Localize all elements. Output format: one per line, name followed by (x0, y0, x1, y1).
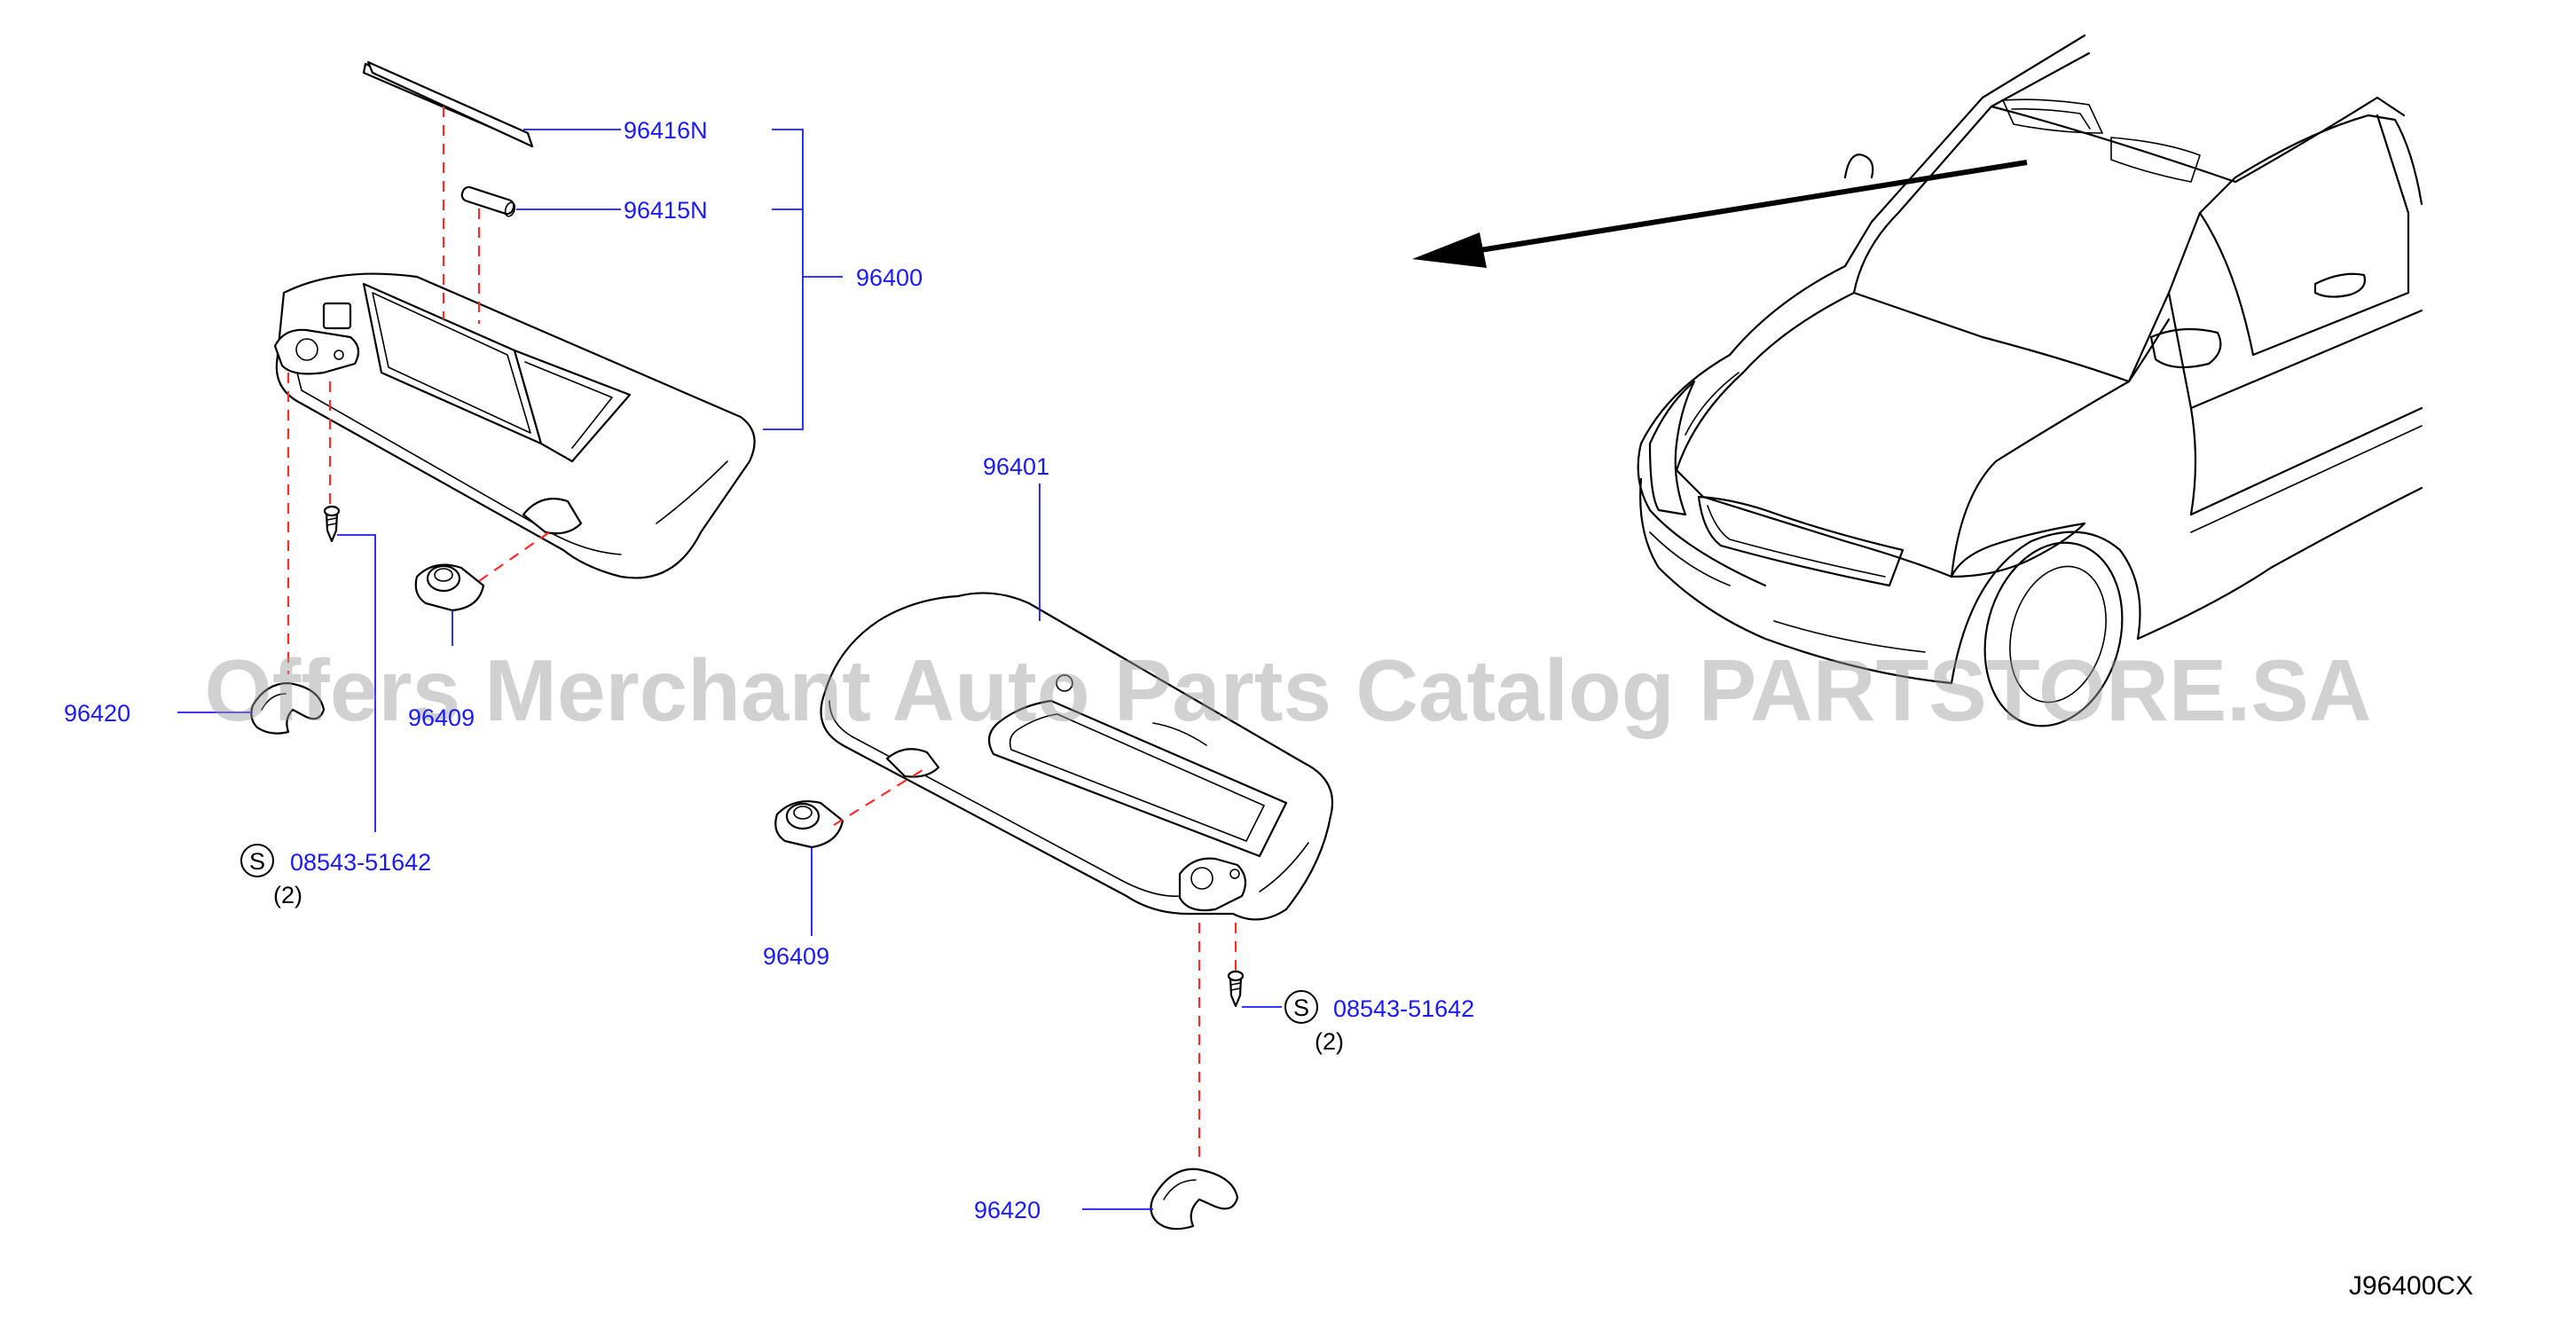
clip-96409-right-icon (774, 800, 844, 849)
screw-left-symbol: S (249, 848, 265, 875)
direction-arrow (1412, 160, 2028, 268)
right-leader-lines (811, 484, 1282, 1210)
screw-right-part-number: 08543-51642 (1333, 995, 1474, 1022)
callout-96420-right: 96420 (974, 1197, 1041, 1223)
callout-96409-right: 96409 (763, 943, 829, 970)
screw-left-icon (323, 505, 341, 543)
car-reference-illustration (1637, 34, 2423, 727)
screw-right-icon (1227, 970, 1245, 1008)
right-assembly-dashes (833, 769, 1237, 1162)
callout-96416N: 96416N (624, 117, 708, 144)
left-sun-visor-96400 (273, 272, 756, 579)
watermark-text: Offers Merchant Auto Parts Catalog PARTS… (204, 641, 2371, 739)
screw-right-quantity: (2) (1315, 1028, 1344, 1055)
screw-left-quantity: (2) (273, 882, 302, 908)
screw-right-symbol: S (1293, 995, 1309, 1021)
part-96416N-strip (362, 60, 534, 148)
screw-left-part-number: 08543-51642 (290, 849, 431, 876)
diagram-code: J96400CX (2349, 1271, 2473, 1301)
callout-96409-left: 96409 (408, 704, 475, 731)
right-sun-visor-96401 (820, 592, 1334, 921)
left-assembly-dashes (287, 106, 553, 674)
hook-96420-right-icon (1150, 1168, 1239, 1231)
part-96415N-pin (460, 185, 516, 217)
callout-screw-right: S 08543-51642 (2) (1284, 990, 1474, 1055)
clip-96409-left-icon (414, 563, 485, 612)
callout-96420-left: 96420 (64, 700, 130, 727)
callout-96415N: 96415N (624, 197, 708, 224)
callout-96400: 96400 (856, 264, 923, 291)
left-leader-lines (177, 129, 843, 832)
callout-96401: 96401 (983, 453, 1049, 480)
hook-96420-left-icon (250, 681, 326, 735)
callout-screw-left: S 08543-51642 (2) (240, 844, 431, 908)
